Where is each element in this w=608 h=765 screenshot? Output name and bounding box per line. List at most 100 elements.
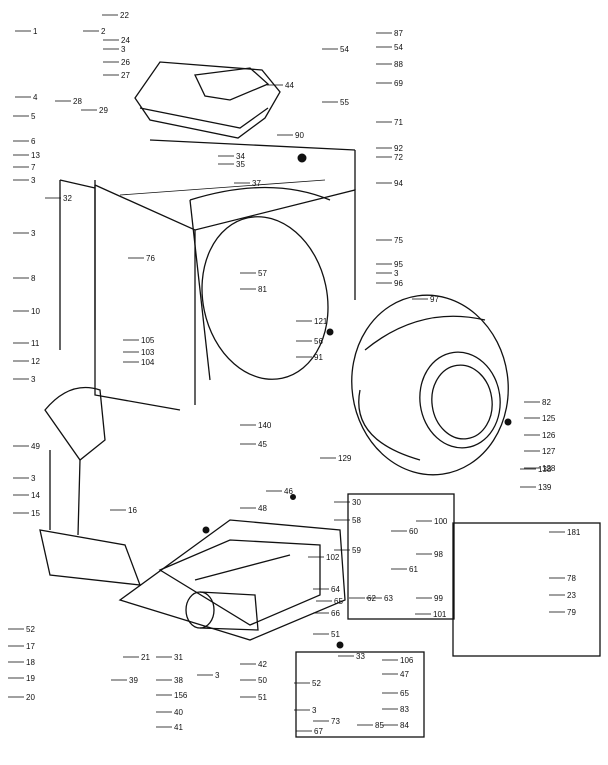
callout-number: 12 <box>31 357 40 366</box>
callout-number: 49 <box>31 442 40 451</box>
callout-number: 125 <box>542 414 556 423</box>
callout-number: 26 <box>121 58 130 67</box>
callout-number: 61 <box>409 565 418 574</box>
callout-number: 56 <box>314 337 323 346</box>
callout-number: 32 <box>63 194 72 203</box>
callout-number: 38 <box>174 676 183 685</box>
callout-number: 31 <box>174 653 183 662</box>
callout-number: 94 <box>394 179 403 188</box>
callout-number: 42 <box>258 660 267 669</box>
callout-number: 7 <box>31 163 36 172</box>
callout-number: 97 <box>430 295 439 304</box>
callout-number: 101 <box>433 610 447 619</box>
callout-number: 35 <box>236 160 245 169</box>
callout-number: 65 <box>400 689 409 698</box>
blower-housing <box>39 386 141 586</box>
callout-number: 48 <box>258 504 267 513</box>
callout-number: 106 <box>400 656 414 665</box>
callout-number: 78 <box>567 574 576 583</box>
callout-number: 3 <box>215 671 220 680</box>
callout-number: 84 <box>400 721 409 730</box>
callout-number: 29 <box>99 106 108 115</box>
callout-number: 3 <box>31 375 36 384</box>
callout-number: 90 <box>295 131 304 140</box>
callout-number: 3 <box>31 176 36 185</box>
callout-number: 52 <box>26 625 35 634</box>
callout-number: 50 <box>258 676 267 685</box>
base <box>118 519 346 641</box>
callout-number: 103 <box>141 348 155 357</box>
callout-number: 63 <box>384 594 393 603</box>
callout-number: 59 <box>352 546 361 555</box>
callout-number: 19 <box>26 674 35 683</box>
callout-number: 100 <box>434 517 448 526</box>
callout-number: 92 <box>394 144 403 153</box>
callout-number: 102 <box>326 553 340 562</box>
callout-number: 39 <box>129 676 138 685</box>
callout-number: 64 <box>331 585 340 594</box>
callout-number: 128 <box>542 464 556 473</box>
callout-number: 95 <box>394 260 403 269</box>
top-cover <box>134 61 281 139</box>
callout-number: 3 <box>394 269 399 278</box>
callout-number: 91 <box>314 353 323 362</box>
callout-number: 140 <box>258 421 272 430</box>
callout-number: 72 <box>394 153 403 162</box>
callout-number: 27 <box>121 71 130 80</box>
callout-number: 1 <box>33 27 38 36</box>
callout-number: 58 <box>352 516 361 525</box>
callout-number: 129 <box>338 454 352 463</box>
callout-number: 22 <box>120 11 129 20</box>
callout-number: 24 <box>121 36 130 45</box>
callout-number: 121 <box>314 317 328 326</box>
callout-number: 65 <box>334 597 343 606</box>
callout-number: 23 <box>567 591 576 600</box>
callout-number: 8 <box>31 274 36 283</box>
callout-number: 156 <box>174 691 188 700</box>
callout-number: 99 <box>434 594 443 603</box>
callout-number: 57 <box>258 269 267 278</box>
callout-number: 52 <box>312 679 321 688</box>
callout-number: 67 <box>314 727 323 736</box>
callout-number: 69 <box>394 79 403 88</box>
callout-number: 104 <box>141 358 155 367</box>
callout-number: 62 <box>367 594 376 603</box>
callout-number: 54 <box>394 43 403 52</box>
callout-number: 18 <box>26 658 35 667</box>
callout-number: 30 <box>352 498 361 507</box>
callout-number: 16 <box>128 506 137 515</box>
callout-number: 88 <box>394 60 403 69</box>
callout-number: 51 <box>331 630 340 639</box>
inset-box-thermostat <box>295 651 425 738</box>
callout-number: 6 <box>31 137 36 146</box>
callout-number: 66 <box>331 609 340 618</box>
callout-number: 5 <box>31 112 36 121</box>
motor <box>185 591 259 631</box>
callout-number: 76 <box>146 254 155 263</box>
callout-number: 3 <box>31 229 36 238</box>
callout-number: 60 <box>409 527 418 536</box>
callout-number: 45 <box>258 440 267 449</box>
cabinet-frame <box>94 139 356 411</box>
callout-number: 75 <box>394 236 403 245</box>
front-panel <box>351 294 509 476</box>
callout-number: 181 <box>567 528 581 537</box>
callout-number: 127 <box>542 447 556 456</box>
callout-number: 41 <box>174 723 183 732</box>
callout-number: 83 <box>400 705 409 714</box>
callout-number: 34 <box>236 152 245 161</box>
callout-number: 51 <box>258 693 267 702</box>
callout-number: 46 <box>284 487 293 496</box>
callout-number: 71 <box>394 118 403 127</box>
callout-number: 139 <box>538 483 552 492</box>
callout-number: 79 <box>567 608 576 617</box>
callout-number: 96 <box>394 279 403 288</box>
callout-number: 2 <box>101 27 106 36</box>
callout-number: 87 <box>394 29 403 38</box>
callout-number: 10 <box>31 307 40 316</box>
callout-number: 14 <box>31 491 40 500</box>
callout-number: 21 <box>141 653 150 662</box>
callout-number: 3 <box>31 474 36 483</box>
callout-number: 11 <box>31 339 40 348</box>
callout-number: 28 <box>73 97 82 106</box>
